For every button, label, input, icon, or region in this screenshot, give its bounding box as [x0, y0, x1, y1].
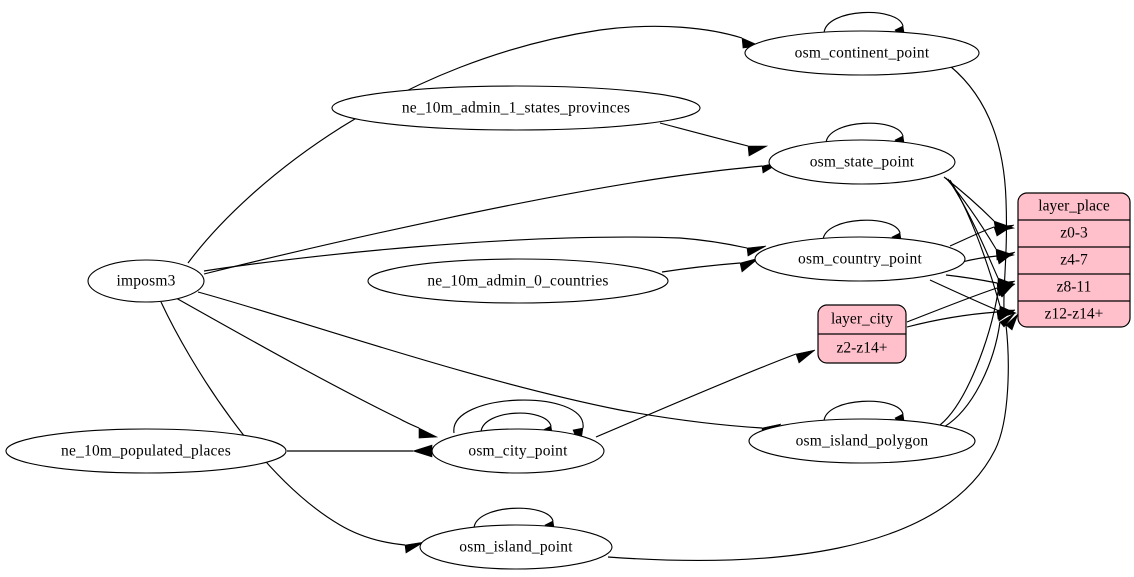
node-osm_state_point[interactable]: osm_state_point: [768, 139, 956, 185]
node-osm_island_point[interactable]: osm_island_point: [419, 524, 613, 570]
edge-osm_country_point-to-layer_place-z12-z14+: [929, 279, 998, 311]
edge-osm_island_polygon-to-layer_place-z12-z14+: [943, 321, 1001, 428]
arrowhead: [795, 349, 816, 364]
self-loop-osm_continent_point: [823, 11, 904, 34]
edge-osm_continent_point-to-layer_place-z12: [949, 65, 1008, 309]
arrowhead: [993, 224, 1015, 237]
edge-osm_state_point-to-layer_place-z4-7: [945, 177, 997, 250]
arrowhead: [404, 541, 425, 554]
edge-layer_city-to-layer_place-z12-z14+: [906, 311, 998, 328]
node-osm_continent_point[interactable]: osm_continent_point: [744, 30, 980, 76]
arrowhead: [996, 309, 1016, 322]
node-ellipse-imposm3[interactable]: [87, 259, 205, 303]
node-layer: imposm3 ne_10m_admin_1_states_provinces …: [5, 30, 980, 570]
node-label-ne_populated: ne_10m_populated_places: [61, 443, 231, 460]
record-box-layer_place[interactable]: [1017, 192, 1131, 328]
arrowhead: [1005, 313, 1019, 331]
self-loop-osm_country_point: [822, 219, 901, 241]
record-node-layer_place[interactable]: layer_place z0-3 z4-7 z8-11 z12-z14+: [1017, 192, 1131, 328]
arrowhead: [739, 257, 760, 273]
edge-outer-arc-osm_city_point: [453, 399, 584, 434]
node-ne_10m_admin_1_states_provinces[interactable]: ne_10m_admin_1_states_provinces: [331, 85, 701, 131]
edge-osm_country_point-to-layer_place-z0-3: [949, 226, 995, 247]
node-ne_10m_populated_places[interactable]: ne_10m_populated_places: [5, 428, 287, 474]
edge-imposm3-to-osm_country_point: [203, 236, 748, 272]
node-label-ne_countries: ne_10m_admin_0_countries: [427, 273, 608, 290]
node-label-osm_state_point: osm_state_point: [810, 154, 915, 171]
record-row-layer_place-title: layer_place: [1038, 198, 1110, 215]
node-label-osm_country_point: osm_country_point: [798, 251, 922, 268]
node-ellipse-osm_country_point[interactable]: [754, 236, 966, 282]
record-row-layer_place-z12-z14plus[interactable]: z12-z14+: [1045, 306, 1104, 323]
edge-osm_island_point-to-layer_place-z12-z14+: [607, 324, 1009, 562]
edge-osm_country_point-to-layer_place-z8-11: [945, 274, 998, 284]
arrowhead: [996, 283, 1016, 297]
node-ellipse-osm_island_point[interactable]: [419, 524, 613, 570]
record-node-layer_city[interactable]: layer_city z2-z14+: [817, 304, 907, 364]
self-loop-osm_state_point: [825, 122, 904, 144]
node-imposm3[interactable]: imposm3: [87, 259, 205, 303]
arrowhead: [418, 427, 439, 439]
node-ellipse-ne_populated[interactable]: [5, 428, 287, 474]
node-ellipse-osm_island_polygon[interactable]: [748, 418, 976, 464]
self-loop-osm_city_point: [480, 412, 552, 433]
edge-layer_city-to-layer_place-z8-11: [906, 287, 998, 323]
node-osm_city_point[interactable]: osm_city_point: [431, 428, 605, 474]
node-ellipse-osm_continent_point[interactable]: [744, 30, 980, 76]
arrowhead: [412, 444, 433, 458]
node-ellipse-ne_states[interactable]: [331, 85, 701, 131]
node-label-osm_continent_point: osm_continent_point: [795, 45, 930, 62]
edge-ne_countries-to-osm_country_point: [661, 262, 741, 273]
edge-imposm3-to-osm_island_polygon: [197, 291, 763, 429]
arrowhead: [747, 145, 769, 157]
edge-osm_city_point-to-layer_city-z2-z14+: [595, 353, 797, 438]
arrowhead: [996, 251, 1016, 265]
record-row-layer_place-z0-3[interactable]: z0-3: [1060, 225, 1088, 242]
record-node-layer: layer_place z0-3 z4-7 z8-11 z12-z14+ lay…: [817, 192, 1131, 364]
record-row-layer_place-z8-11[interactable]: z8-11: [1057, 279, 1092, 296]
record-row-layer_place-z4-7[interactable]: z4-7: [1060, 252, 1088, 269]
node-osm_country_point[interactable]: osm_country_point: [754, 236, 966, 282]
node-label-osm_city_point: osm_city_point: [468, 443, 568, 460]
edge-imposm3-to-osm_city_point: [175, 297, 420, 429]
self-loop-osm_island_point: [473, 507, 554, 529]
node-label-imposm3: imposm3: [116, 273, 175, 290]
arrowhead: [999, 312, 1016, 328]
node-ellipse-osm_city_point[interactable]: [431, 428, 605, 474]
node-ne_10m_admin_0_countries[interactable]: ne_10m_admin_0_countries: [367, 258, 669, 304]
node-ellipse-ne_countries[interactable]: [367, 258, 669, 304]
self-loop-osm_island_polygon: [823, 400, 904, 422]
record-row-layer_city-title: layer_city: [831, 311, 893, 328]
edge-ne_states-to-osm_state_point: [659, 122, 749, 147]
node-label-osm_island_polygon: osm_island_polygon: [796, 433, 929, 450]
edge-imposm3-to-osm_state_point: [203, 165, 763, 275]
edge-imposm3-to-osm_island_point: [160, 301, 406, 546]
edge-osm_island_polygon-to-layer_place-z8-11: [939, 291, 999, 426]
edge-osm_state_point-to-layer_place-z8-11: [947, 178, 999, 279]
arrowhead: [746, 245, 767, 257]
node-label-ne_states: ne_10m_admin_1_states_provinces: [402, 100, 630, 117]
node-osm_island_polygon[interactable]: osm_island_polygon: [748, 418, 976, 464]
record-row-layer_city-z2-z14plus[interactable]: z2-z14+: [837, 340, 888, 357]
node-ellipse-osm_state_point[interactable]: [768, 139, 956, 185]
edge-osm_country_point-to-layer_place-z4-7: [961, 255, 998, 263]
node-label-osm_island_point: osm_island_point: [459, 539, 573, 556]
edge-imposm3-to-osm_continent_point: [187, 25, 743, 264]
